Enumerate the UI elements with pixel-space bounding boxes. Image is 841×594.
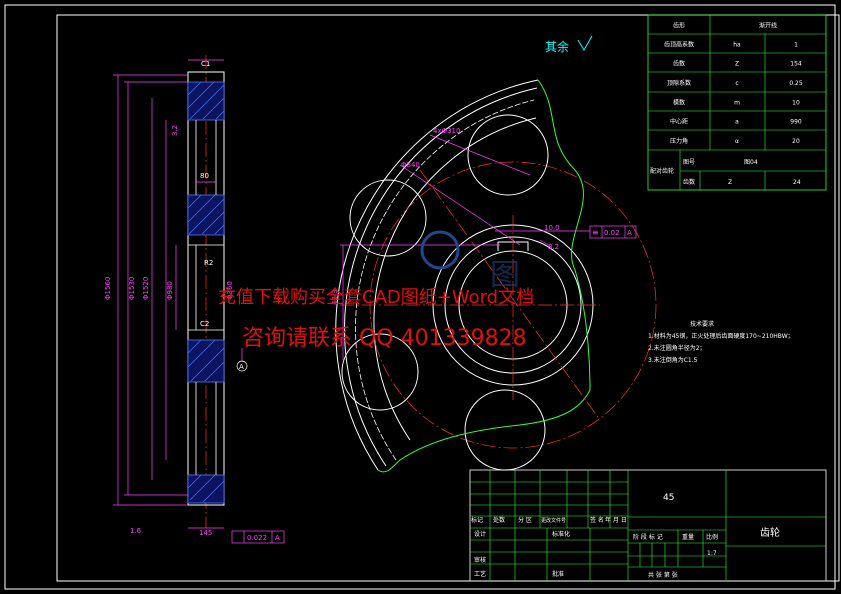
svg-text:齿数: 齿数 <box>683 178 695 186</box>
dim-bore: Φ360 <box>226 281 234 300</box>
outer-frame <box>4 4 836 590</box>
svg-text:其余: 其余 <box>545 39 569 54</box>
dim-rough1: 3.2 <box>171 125 179 136</box>
tolerance-frame-2: 0.022 A <box>231 530 285 544</box>
param-symbol: a <box>735 119 739 126</box>
svg-text:A: A <box>627 229 632 237</box>
dim-key-depth: 42.3 <box>331 289 339 305</box>
param-value: 990 <box>790 119 802 126</box>
dim-pcd: Φ840 <box>401 161 420 169</box>
svg-text:设计: 设计 <box>474 530 486 538</box>
dim-chamfer-c1: C1 <box>201 60 210 68</box>
dim-chamfer-c2: C2 <box>200 320 209 328</box>
svg-text:图: 图 <box>490 258 520 293</box>
param-label: 中心距 <box>670 118 688 126</box>
param-value: 20 <box>792 138 800 145</box>
dim-root-dia: Φ1520 <box>142 277 150 300</box>
svg-text:Z: Z <box>728 179 732 186</box>
svg-text:处数: 处数 <box>493 516 505 524</box>
svg-text:标准化: 标准化 <box>552 530 570 538</box>
param-label: 压力角 <box>670 137 688 145</box>
svg-text:24: 24 <box>793 179 801 186</box>
inner-frame <box>56 14 840 582</box>
material: 45 <box>663 493 674 503</box>
param-value: 154 <box>790 61 802 68</box>
svg-text:0.02: 0.02 <box>604 229 620 237</box>
param-symbol: α <box>735 138 739 145</box>
param-value: 渐开线 <box>759 22 777 30</box>
param-value: 0.25 <box>789 80 803 87</box>
svg-text:0.022: 0.022 <box>247 534 267 542</box>
svg-text:≡: ≡ <box>592 228 599 237</box>
roughness-note: 其余 <box>545 35 593 54</box>
technical-requirements: 技术要求 1.材料为45钢，正火处理后齿面硬度170~210HBW； 2.未注圆… <box>648 320 794 364</box>
param-label: 顶隙系数 <box>667 79 691 87</box>
dim-keywidth: 10.0 <box>544 224 560 232</box>
watermark-line-1: 充值下载购买全套CAD图纸+Word文档 <box>218 287 535 308</box>
svg-text:2.未注圆角半径为2；: 2.未注圆角半径为2； <box>648 344 706 352</box>
dim-rough2: 1.6 <box>130 527 142 535</box>
svg-text:3.未注倒角为C1.5: 3.未注倒角为C1.5 <box>648 356 698 364</box>
part-name: 齿轮 <box>760 526 780 539</box>
svg-text:签 名: 签 名 <box>590 516 604 524</box>
param-value: 10 <box>792 100 800 107</box>
param-symbol: ha <box>733 42 741 49</box>
svg-text:技术要求: 技术要求 <box>690 320 714 328</box>
svg-text:共 张 第 张: 共 张 第 张 <box>648 571 678 579</box>
dim-rough-key: 3.2 <box>548 243 559 251</box>
svg-text:批准: 批准 <box>552 570 564 578</box>
dim-web-dia: Φ980 <box>166 281 174 300</box>
svg-text:配对齿轮: 配对齿轮 <box>650 167 674 175</box>
watermark-line-2: 咨询请联系 QQ 401339828 <box>242 326 527 351</box>
svg-text:重量: 重量 <box>682 533 694 541</box>
svg-text:1:7: 1:7 <box>707 550 717 557</box>
dim-width: 145 <box>199 529 212 537</box>
param-label: 齿形 <box>673 22 685 30</box>
section-view: Φ1560 Φ1530 Φ1520 Φ980 145 C1 80 C2 R2 3… <box>104 55 285 544</box>
svg-text:分 区: 分 区 <box>518 516 532 524</box>
svg-text:图04: 图04 <box>744 159 758 166</box>
param-label: 齿数 <box>673 60 685 68</box>
param-value: 1 <box>794 42 798 49</box>
dim-holes: 4xΦ310 <box>433 127 460 135</box>
dim-tip-dia: Φ1530 <box>128 277 136 300</box>
svg-text:更改文件号: 更改文件号 <box>541 517 566 524</box>
param-symbol: m <box>734 100 740 107</box>
param-symbol: Z <box>735 61 739 68</box>
svg-text:年 月 日: 年 月 日 <box>605 516 627 524</box>
front-view: 4xΦ310 Φ840 10.0 42.3 3.2 ≡ 0.02 A 图 <box>331 79 657 473</box>
title-block: 45 齿轮 标记 处数 分 区 更改文件号 签 名 年 月 日 设计 标准化 阶… <box>469 469 827 582</box>
svg-text:A: A <box>275 534 280 542</box>
datum-label: A <box>239 363 244 371</box>
dim-hub: 80 <box>200 172 209 180</box>
tolerance-frame-1: ≡ 0.02 A <box>589 225 637 239</box>
svg-text:比例: 比例 <box>706 533 718 541</box>
svg-text:审核: 审核 <box>474 556 486 564</box>
svg-text:工艺: 工艺 <box>474 570 486 578</box>
param-symbol: c <box>735 80 738 87</box>
svg-text:图号: 图号 <box>683 159 695 166</box>
param-label: 齿顶高系数 <box>664 41 694 49</box>
dim-radius: R2 <box>204 259 213 267</box>
svg-text:1.材料为45钢，正火处理后齿面硬度170~210HBW；: 1.材料为45钢，正火处理后齿面硬度170~210HBW； <box>648 332 794 340</box>
param-label: 模数 <box>673 99 685 107</box>
svg-text:阶 段 标 记: 阶 段 标 记 <box>633 533 663 541</box>
svg-text:标记: 标记 <box>471 516 483 524</box>
dim-outer-dia: Φ1560 <box>104 277 112 300</box>
